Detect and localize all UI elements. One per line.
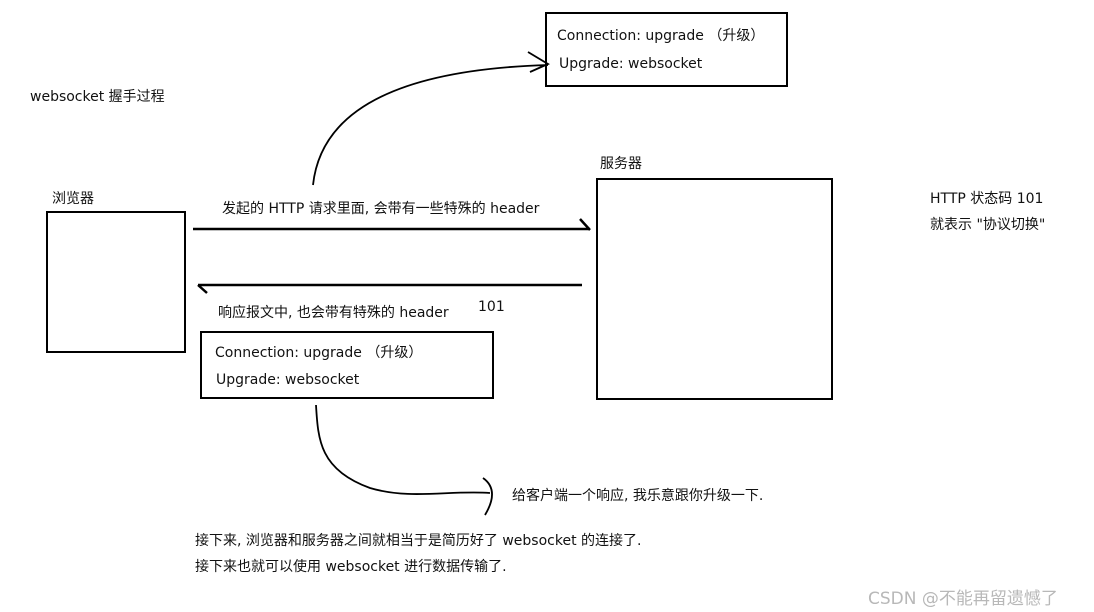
conclusion-line1: 接下来, 浏览器和服务器之间就相当于是简历好了 websocket 的连接了. bbox=[195, 533, 642, 549]
response-note: 给客户端一个响应, 我乐意跟你升级一下. bbox=[512, 488, 764, 504]
request-connection-header: Connection: upgrade （升级） bbox=[557, 28, 765, 44]
response-upgrade-header: Upgrade: websocket bbox=[216, 372, 360, 388]
diagram-title: websocket 握手过程 bbox=[30, 89, 165, 105]
request-header-curve bbox=[312, 51, 550, 186]
request-label: 发起的 HTTP 请求里面, 会带有一些特殊的 header bbox=[222, 201, 540, 217]
status-note-line1: HTTP 状态码 101 bbox=[930, 191, 1044, 207]
status-note-line2: 就表示 "协议切换" bbox=[930, 217, 1046, 233]
response-code: 101 bbox=[478, 299, 505, 315]
request-headers-box: Connection: upgrade （升级） Upgrade: websoc… bbox=[545, 12, 788, 87]
server-label: 服务器 bbox=[600, 156, 642, 172]
response-note-curve bbox=[315, 404, 493, 516]
watermark: CSDN @不能再留遗憾了 bbox=[868, 589, 1058, 609]
conclusion-line2: 接下来也就可以使用 websocket 进行数据传输了. bbox=[195, 559, 507, 575]
response-headers-box: Connection: upgrade （升级） Upgrade: websoc… bbox=[200, 331, 494, 399]
response-connection-header: Connection: upgrade （升级） bbox=[215, 345, 423, 361]
browser-box bbox=[46, 211, 186, 353]
response-label: 响应报文中, 也会带有特殊的 header bbox=[218, 305, 449, 321]
server-box bbox=[596, 178, 833, 400]
response-arrow bbox=[197, 283, 582, 294]
browser-label: 浏览器 bbox=[52, 191, 94, 207]
request-arrow bbox=[193, 218, 591, 231]
request-upgrade-header: Upgrade: websocket bbox=[559, 56, 703, 72]
